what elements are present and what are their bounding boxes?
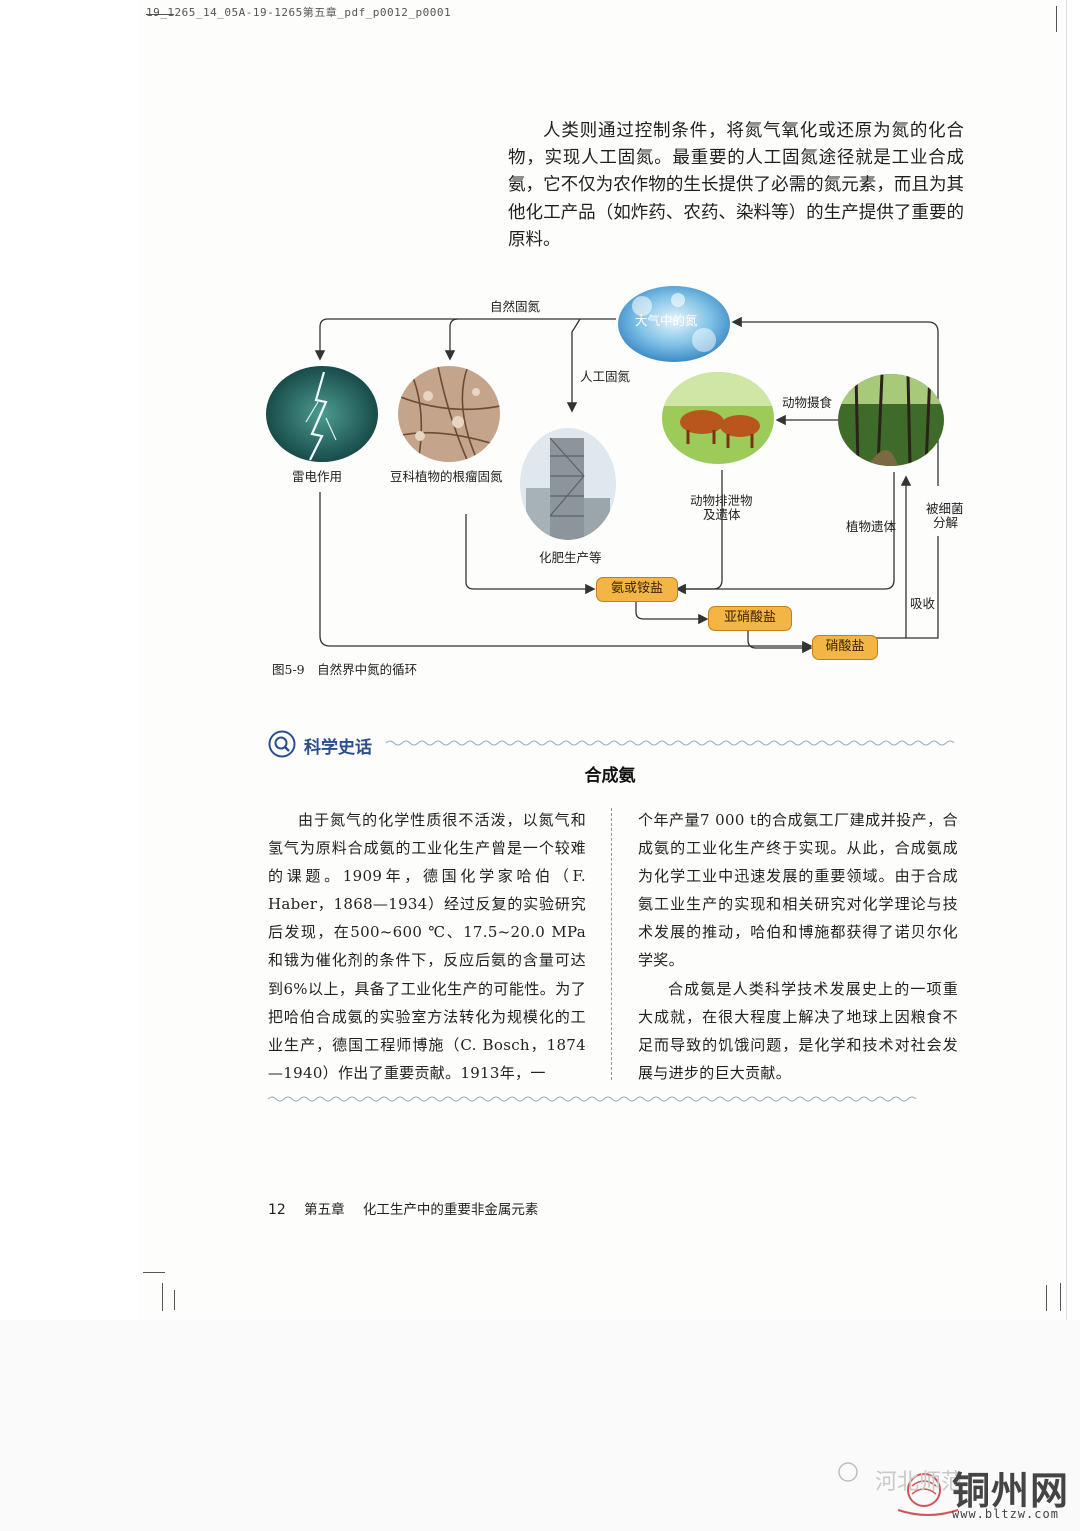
crop-mark	[174, 1290, 175, 1310]
arrow-excreta-to-ammonia	[675, 470, 723, 595]
section-bottom-wave	[268, 1096, 917, 1102]
ammonia-tag: 氨或铵盐	[596, 577, 678, 602]
nitrite-tag: 亚硝酸盐	[708, 606, 792, 631]
bacteria-label-2: 分解	[933, 515, 959, 530]
scan-header-code: 19_1265_14_05A-19-1265第五章_pdf_p0012_p000…	[146, 6, 452, 19]
atmosphere-image: 大气中的氮	[618, 286, 730, 362]
arrow-to-fertilizer	[566, 318, 581, 413]
crop-mark	[143, 1272, 165, 1273]
arrow-to-atmosphere	[731, 316, 939, 486]
article-right-text-1: 个年产量7 000 t的合成氨工厂建成并投产，合成氨的工业化生产终于实现。从此，…	[638, 811, 958, 970]
lightning-label: 雷电作用	[292, 469, 343, 484]
animal-excreta-label-1: 动物排泄物	[690, 493, 753, 508]
watermark-logo	[838, 1462, 959, 1516]
figure-caption: 图5-9 自然界中氮的循环	[272, 662, 418, 677]
animal-feeding-label: 动物摄食	[782, 395, 833, 410]
absorb-label: 吸收	[910, 596, 936, 611]
bacteria-label-1: 被细菌	[926, 501, 964, 516]
section-wave-divider	[386, 740, 955, 746]
arrow-to-legume	[444, 318, 459, 361]
forest-image	[838, 374, 944, 466]
arrow-plant-to-ammonia	[675, 472, 895, 595]
nitrate-tag: 硝酸盐	[812, 635, 878, 660]
chapter-number: 第五章	[304, 1202, 345, 1218]
fertilizer-factory-image	[520, 428, 616, 540]
plant-remains-label: 植物遗体	[846, 519, 897, 534]
arrow-lightning-to-nitrate	[319, 492, 813, 652]
intro-paragraph: 人类则通过控制条件，将氮气氧化或还原为氮的化合物，实现人工固氮。最重要的人工固氮…	[508, 118, 964, 254]
arrow-ammonia-to-nitrite	[635, 601, 709, 625]
atmosphere-label: 大气中的氮	[635, 313, 698, 328]
watermark-faint-text: 河北师范	[875, 1470, 964, 1495]
article-right-text-2: 合成氨是人类科学技术发展史上的一项重大成就，在很大程度上解决了地球上因粮食不足而…	[638, 979, 958, 1082]
article-right-column: 个年产量7 000 t的合成氨工厂建成并投产，合成氨的工业化生产终于实现。从此，…	[638, 806, 958, 1087]
legume-label: 豆科植物的根瘤固氮	[390, 469, 503, 484]
legume-root-image	[398, 366, 500, 462]
crop-mark	[162, 1283, 163, 1311]
chapter-title: 化工生产中的重要非金属元素	[362, 1202, 539, 1218]
watermark-brand: 铜州网	[952, 1469, 1070, 1513]
arrow-to-lightning	[314, 318, 616, 361]
science-history-header: 科学史话	[268, 730, 958, 760]
arrow-nitrate-to-bacteria	[876, 536, 939, 639]
section-title: 科学史话	[304, 738, 372, 758]
crop-mark	[1060, 1283, 1061, 1311]
crop-mark	[146, 14, 174, 15]
intro-text: 人类则通过控制条件，将氮气氧化或还原为氮的化合物，实现人工固氮。最重要的人工固氮…	[508, 121, 964, 250]
crop-mark	[1056, 6, 1057, 32]
article-left-column: 由于氮气的化学性质很不活泼，以氮气和氢气为原料合成氨的工业化生产曾是一个较难的课…	[268, 806, 586, 1087]
watermark-url: www.bltzw.com	[952, 1507, 1059, 1521]
page-sheet	[138, 0, 1067, 1321]
magnifier-icon	[268, 730, 296, 758]
cattle-image	[662, 372, 774, 464]
page-number: 12	[268, 1202, 286, 1218]
arrow-legume-to-ammonia	[465, 514, 596, 595]
lightning-image	[266, 366, 378, 462]
animal-excreta-label-2: 及遗体	[703, 507, 741, 522]
artificial-fixation-label: 人工固氮	[580, 369, 631, 384]
nitrogen-cycle-diagram: 大气中的氮	[258, 286, 968, 666]
article-title: 合成氨	[584, 766, 636, 786]
cycle-arrows	[314, 316, 939, 654]
article-left-text: 由于氮气的化学性质很不活泼，以氮气和氢气为原料合成氨的工业化生产曾是一个较难的课…	[268, 811, 586, 1082]
column-divider	[611, 808, 612, 1080]
scan-background	[0, 1320, 1080, 1531]
fertilizer-label: 化肥生产等	[539, 550, 602, 565]
crop-mark	[1046, 1285, 1047, 1311]
natural-fixation-label: 自然固氮	[490, 299, 541, 314]
page-footer: 12 第五章 化工生产中的重要非金属元素	[268, 1198, 538, 1218]
